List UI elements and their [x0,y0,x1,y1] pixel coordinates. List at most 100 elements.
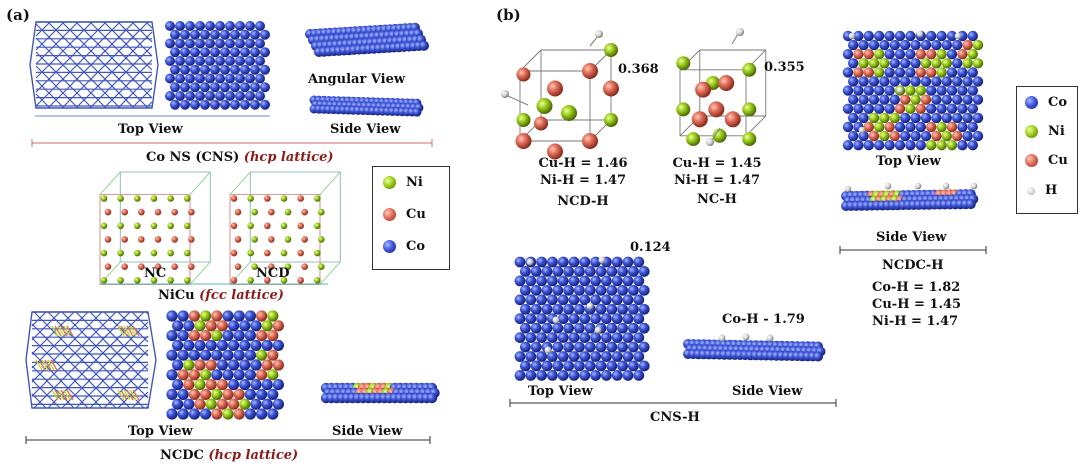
cu-atom [104,208,112,216]
nc-h-value: 0.355 [764,60,805,75]
co-atom [574,360,585,372]
bond-line [31,379,61,409]
co-atom [250,339,262,351]
co-atom [261,339,273,351]
alloy-bond [132,389,140,401]
co-atom [230,99,240,110]
co-atom [228,320,240,332]
co-atom [165,38,175,49]
co-atom [180,99,190,110]
ni-atom [280,222,288,230]
co-atom [590,351,601,362]
co-atom [272,398,284,410]
cu-atom [188,263,195,270]
cell-edge [319,261,341,285]
co-atom [905,49,916,60]
co-atom [230,82,240,93]
alloy-bond [123,389,131,401]
alloy-bond [54,325,62,337]
ni-atom [284,263,292,270]
legend-a-co-label: Co [406,239,426,254]
co-atom [941,76,952,87]
co-atom [568,332,580,343]
cns-caption: Co NS (CNS) (hcp lattice) [146,150,334,165]
h-atom [848,32,856,40]
co-atom [520,284,531,296]
co-atom [245,91,255,101]
co-atom [166,369,178,381]
co-atom [250,82,260,93]
alloy-bond [60,389,68,401]
cu-atom [188,330,200,342]
co-atom [568,294,580,306]
co-atom [894,30,906,42]
co-atom [584,284,596,296]
ni-atom [184,249,191,257]
cu-atom [267,330,279,342]
co-atom [910,39,921,51]
co-atom [557,256,569,268]
co-atom [622,332,634,343]
cns-side-view-label: Side View [330,122,401,137]
cu-atom [230,277,238,284]
cu-atom [272,320,284,332]
co-atom [228,359,240,371]
h-atom [552,316,560,324]
ni-atom [184,195,191,202]
cns-angular-view-model [305,22,429,57]
cu-atom [177,369,189,381]
ni-atom [516,113,531,127]
co-atom [848,58,859,69]
co-atom [858,112,869,124]
bond-line [117,73,153,109]
ni-atom [100,277,108,284]
co-atom [874,85,885,96]
co-atom [200,349,212,361]
ncd-h-bond-2: Ni-H = 1.47 [539,173,627,188]
co-atom [180,82,190,93]
co-atom [530,266,542,277]
co-atom [250,47,260,58]
co-atom [260,29,270,40]
ncdc-top-view-model [166,310,284,420]
co-atom [177,330,189,342]
cu-atom [863,121,874,133]
co-atom [633,275,645,287]
co-atom [579,370,591,381]
co-atom [628,303,639,315]
co-atom [611,294,623,306]
co-atom [879,39,890,51]
ni-atom [874,49,885,60]
co-swatch-icon [383,240,396,253]
ni-atom [874,121,885,133]
co-atom [525,351,537,362]
co-atom [228,379,240,391]
ni-atom [251,208,258,216]
co-atom [595,341,607,353]
ni-atom [936,121,947,133]
co-atom [568,313,580,325]
ni-atom [211,388,223,400]
co-atom [628,266,639,277]
h-atom [706,138,714,146]
co-atom [195,21,205,31]
co-atom [514,370,526,381]
ncdc-h-side-view-label: Side View [876,230,947,245]
co-atom [205,21,215,31]
co-atom [962,76,973,87]
ni-atom [314,277,321,284]
bond-line [103,363,149,409]
co-atom [622,370,634,381]
co-atom [245,56,255,66]
cu-atom [230,195,238,202]
cell-edge [229,171,251,195]
co-atom [622,256,634,268]
cu-atom [230,222,238,230]
cu-atom [884,121,895,133]
alloy-bond [47,359,55,371]
co-atom [590,370,601,381]
alloy-bond [60,325,68,337]
co-atom [842,85,854,96]
co-atom [638,322,650,334]
cu-atom [926,121,937,133]
